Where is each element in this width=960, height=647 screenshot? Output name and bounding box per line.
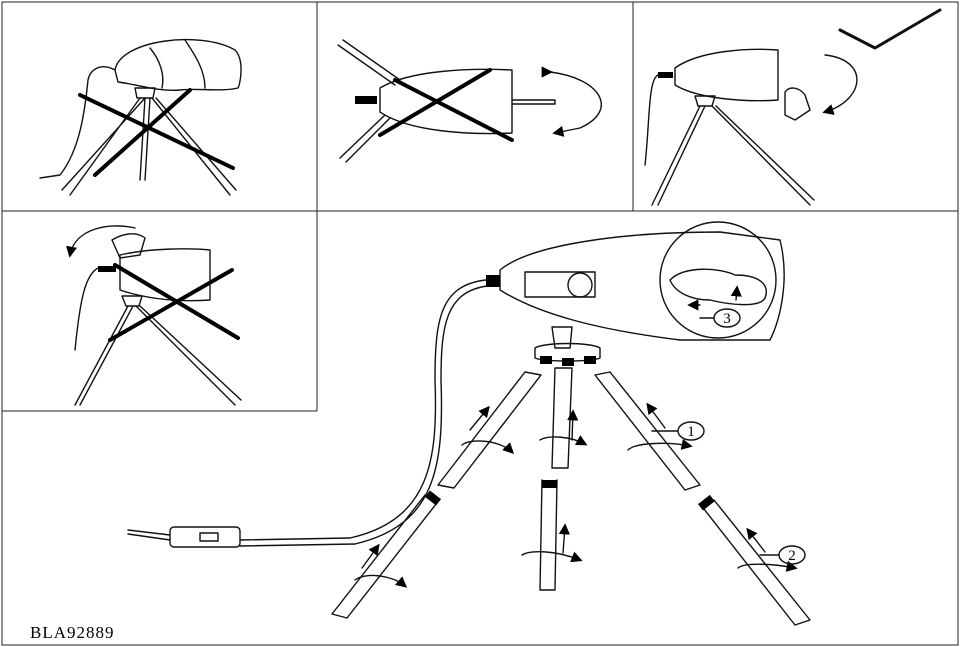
step-label-1: 1 [687, 424, 695, 440]
step-label-2: 2 [788, 548, 796, 564]
step-callout-3: 3 [699, 308, 741, 328]
step-callout-1: 1 [651, 421, 705, 441]
product-code: BLA92889 [30, 623, 115, 642]
step-callout-2: 2 [759, 545, 806, 565]
step-label-3: 3 [723, 311, 731, 327]
panel-correct-rotation [644, 8, 942, 206]
panel-dont-twist-head [337, 39, 602, 163]
panel-dont-bend-shade [39, 38, 242, 196]
panel-dont-rotate-joint [66, 225, 242, 406]
main-assembly-illustration [127, 221, 811, 626]
